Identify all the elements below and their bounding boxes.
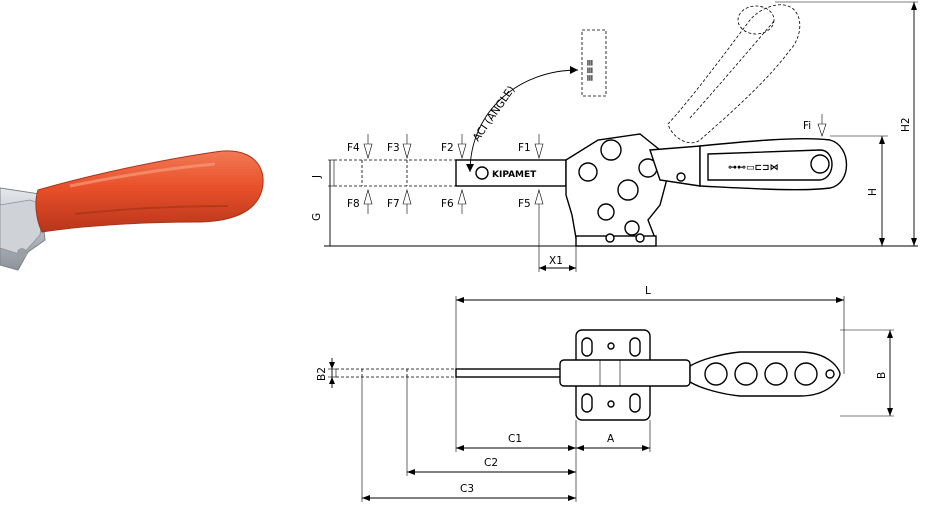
svg-text:⊶⊷▭⊏⊐⋈: ⊶⊷▭⊏⊐⋈	[728, 163, 779, 173]
side-handle	[699, 137, 848, 191]
label-F7: F7	[387, 198, 400, 210]
label-B: B	[876, 372, 888, 379]
rivet-photo	[17, 248, 27, 258]
label-Fi: Fi	[803, 120, 811, 132]
top-linkage	[559, 359, 691, 387]
clamp-arm	[455, 159, 567, 187]
svg-text:KIPAMET: KIPAMET	[492, 170, 537, 180]
label-B2: B2	[316, 367, 328, 381]
label-X1: X1	[549, 255, 563, 267]
label-F2: F2	[441, 142, 454, 154]
open-position-handle: ≡≡≡	[581, 4, 801, 144]
label-H2: H2	[900, 117, 912, 132]
top-arm	[455, 368, 577, 378]
label-F1: F1	[518, 142, 531, 154]
label-C3: C3	[460, 483, 474, 495]
clamp-lever-photo	[0, 199, 45, 256]
label-F3: F3	[387, 142, 400, 154]
label-F6: F6	[441, 198, 454, 210]
clamp-base	[575, 235, 657, 247]
label-C1: C1	[508, 433, 522, 445]
label-L: L	[645, 285, 651, 297]
product-photo	[0, 150, 264, 271]
svg-text:≡≡≡: ≡≡≡	[584, 59, 594, 82]
label-J: J	[311, 175, 323, 179]
label-H: H	[867, 188, 879, 196]
label-A: A	[607, 433, 615, 445]
label-C2: C2	[484, 457, 498, 469]
angle-label: ACI (ANGLE)	[471, 84, 518, 144]
label-G: G	[311, 213, 323, 221]
label-F5: F5	[518, 198, 531, 210]
force-arrows	[363, 114, 827, 214]
brand-logo: KIPAMET	[475, 166, 537, 180]
clamp-body	[565, 133, 669, 239]
label-F4: F4	[347, 142, 360, 154]
angle-arc	[469, 69, 579, 173]
label-F8: F8	[347, 198, 360, 210]
